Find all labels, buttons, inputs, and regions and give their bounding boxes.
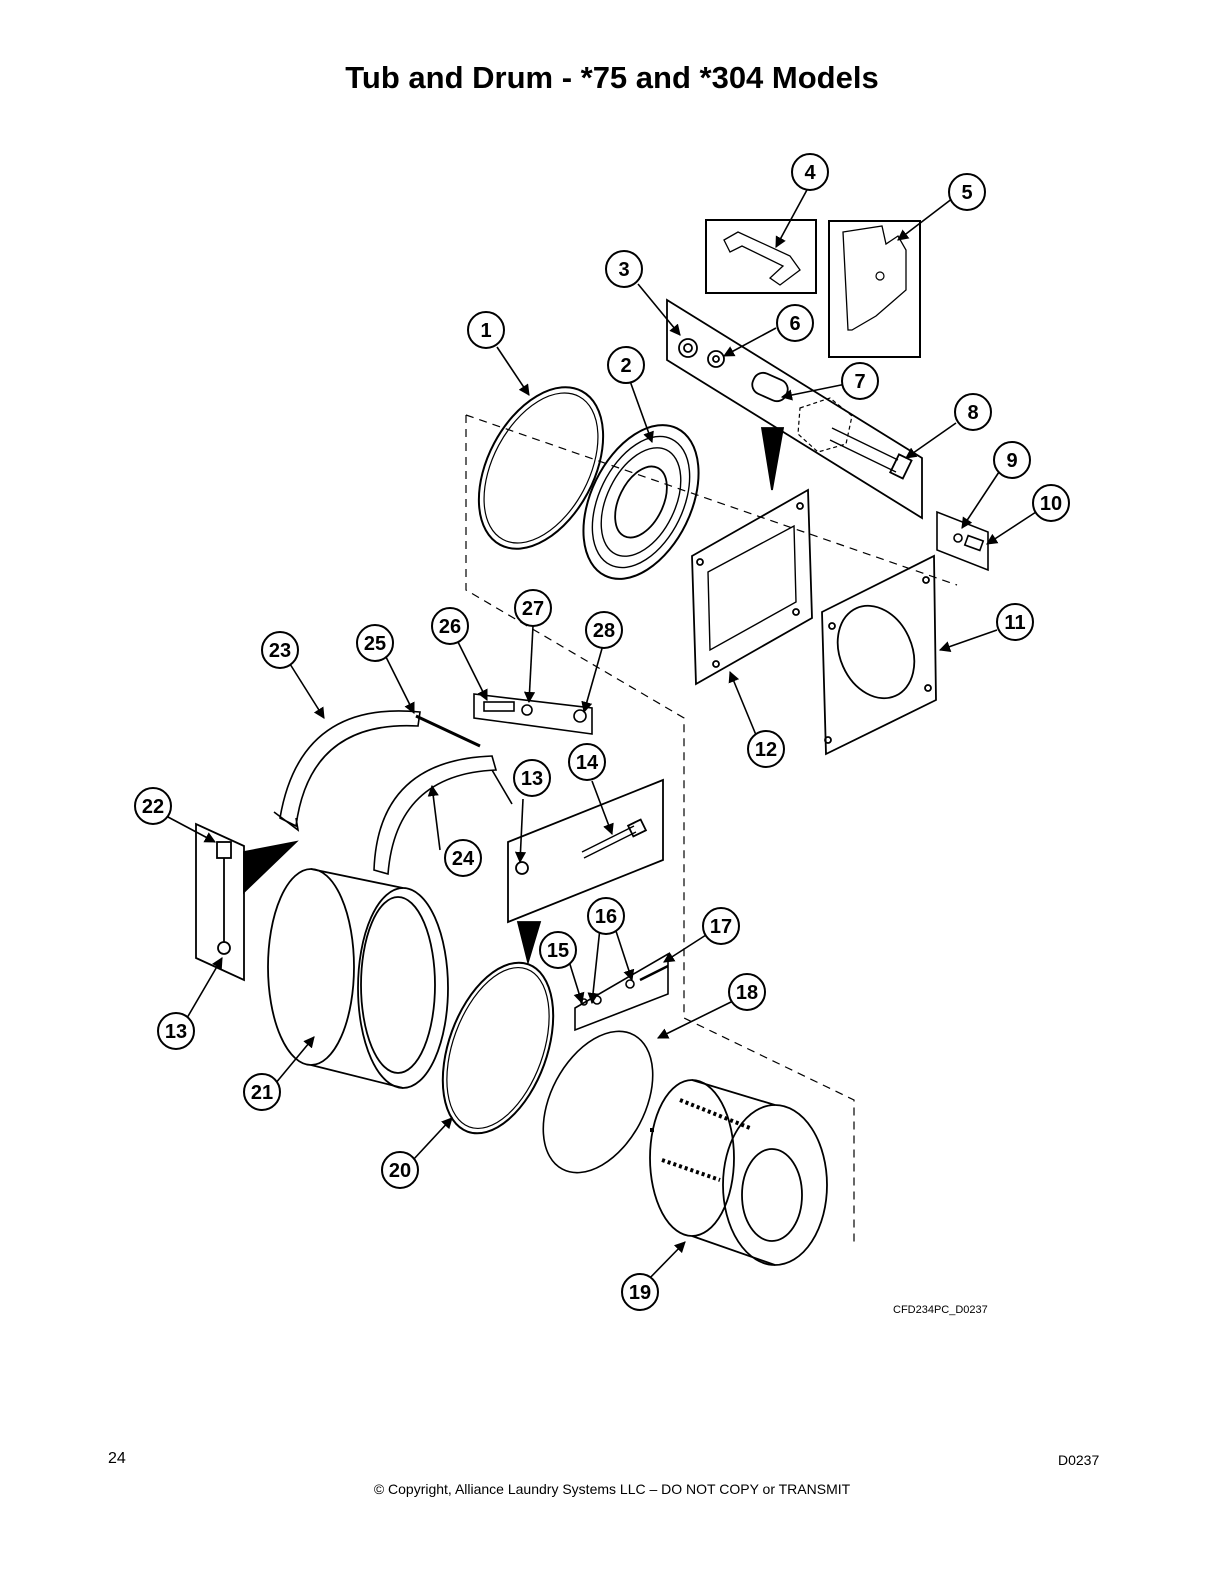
callout-label: 8 [967, 402, 978, 424]
callout-label: 13 [521, 768, 543, 790]
callout-label: 3 [618, 259, 629, 281]
callout-16: 16 [587, 897, 625, 935]
callout-label: 9 [1006, 450, 1017, 472]
callout-20: 20 [381, 1151, 419, 1189]
callout-4: 4 [791, 153, 829, 191]
callout-label: 10 [1040, 493, 1062, 515]
callout-10: 10 [1032, 484, 1070, 522]
callout-22: 22 [134, 787, 172, 825]
callout-label: 17 [710, 916, 732, 938]
callout-25: 25 [356, 624, 394, 662]
callout-label: 6 [789, 313, 800, 335]
callout-1: 1 [467, 311, 505, 349]
drawing-code: CFD234PC_D0237 [893, 1304, 988, 1316]
callout-6: 6 [776, 304, 814, 342]
part-2-door-ring [582, 424, 700, 580]
callout-11: 11 [996, 603, 1034, 641]
callout-label: 11 [1004, 612, 1025, 634]
leader-lines [167, 187, 1037, 1285]
callout-label: 18 [736, 982, 758, 1004]
part-1-gasket-ring [477, 386, 605, 550]
part-5-inset [828, 220, 921, 358]
callout-18: 18 [728, 973, 766, 1011]
callout-label: 19 [629, 1282, 651, 1304]
part-4-inset [705, 219, 817, 294]
callout-label: 24 [452, 848, 475, 870]
part-12-frame-plate [691, 488, 813, 686]
callout-27: 27 [514, 589, 552, 627]
page-number: 24 [108, 1450, 126, 1467]
callout-2: 2 [607, 346, 645, 384]
callout-label: 27 [522, 598, 544, 620]
callout-label: 16 [595, 906, 617, 928]
callout-label: 23 [269, 640, 291, 662]
panel-13-14 [507, 778, 664, 966]
callout-17: 17 [702, 907, 740, 945]
callout-label: 13 [165, 1021, 187, 1043]
assembly-guide-lines [465, 414, 958, 1242]
part-18-ring [542, 1030, 654, 1174]
callout-13: 13 [157, 1012, 195, 1050]
callout-28: 28 [585, 611, 623, 649]
callout-label: 26 [439, 616, 461, 638]
callout-8: 8 [954, 393, 992, 431]
callout-label: 5 [961, 182, 972, 204]
callout-7: 7 [841, 362, 879, 400]
panel-9-10 [936, 510, 989, 572]
part-25-bar [415, 714, 481, 748]
part-24-support-band [373, 755, 513, 876]
callout-13: 13 [513, 759, 551, 797]
panel-15-17 [574, 952, 669, 1032]
callout-label: 21 [251, 1082, 273, 1104]
callout-9: 9 [993, 441, 1031, 479]
panel-26-28 [473, 693, 593, 735]
bracket-panel-3-8 [666, 298, 923, 520]
callout-19: 19 [621, 1273, 659, 1311]
callout-24: 24 [444, 839, 482, 877]
callout-14: 14 [568, 743, 606, 781]
part-11-plate [821, 554, 937, 756]
callout-label: 15 [547, 940, 569, 962]
callout-label: 28 [593, 620, 615, 642]
part-19-drum [649, 1079, 828, 1266]
copyright-notice: © Copyright, Alliance Laundry Systems LL… [373, 1481, 851, 1497]
panel-22-13 [195, 822, 299, 982]
part-21-tub [267, 868, 449, 1089]
callout-label: 12 [755, 739, 777, 761]
callout-label: 20 [389, 1160, 411, 1182]
document-code: D0237 [1058, 1452, 1100, 1468]
callout-label: 4 [804, 162, 816, 184]
callout-label: 25 [364, 633, 386, 655]
callout-label: 7 [854, 371, 865, 393]
callout-15: 15 [539, 931, 577, 969]
callout-label: 1 [480, 320, 491, 342]
callout-label: 14 [576, 752, 599, 774]
callout-23: 23 [261, 631, 299, 669]
callout-label: 2 [620, 355, 631, 377]
callout-label: 22 [142, 796, 164, 818]
callout-21: 21 [243, 1073, 281, 1111]
callout-5: 5 [948, 173, 986, 211]
callout-26: 26 [431, 607, 469, 645]
page-title: Tub and Drum - *75 and *304 Models [345, 60, 879, 95]
callout-3: 3 [605, 250, 643, 288]
part-20-clamp-ring [441, 961, 555, 1135]
part-23-support-band [273, 710, 421, 832]
callout-12: 12 [747, 730, 785, 768]
